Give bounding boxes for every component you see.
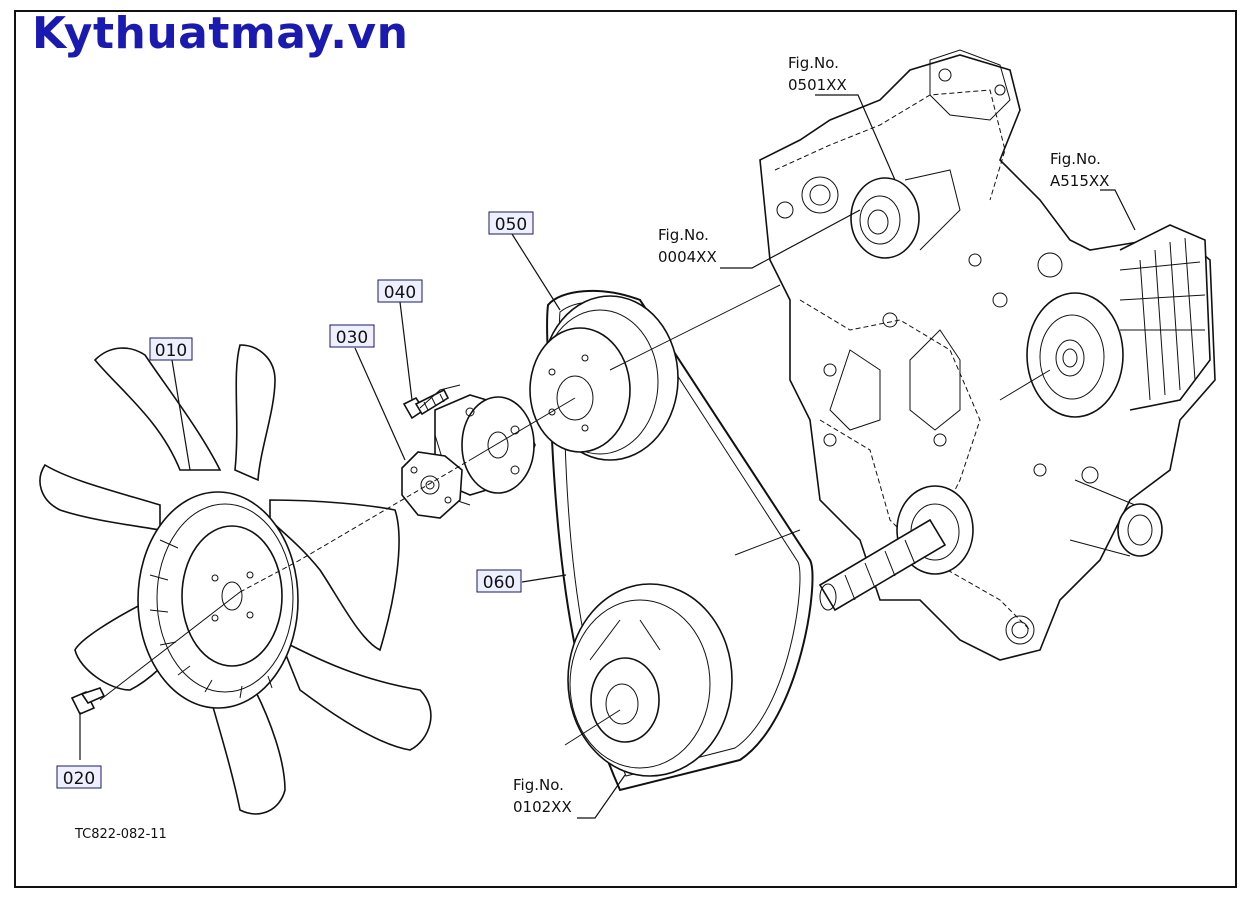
figure-ref-0102xx[interactable]: Fig.No. 0102XX [513,776,572,816]
svg-text:010: 010 [155,341,187,361]
drawing-code: TC822-082-11 [74,827,167,842]
part-label-030[interactable]: 030 [329,324,375,348]
figure-ref-0501xx[interactable]: Fig.No. 0501XX [788,54,847,94]
figure-ref-a515xx[interactable]: Fig.No. A515XX [1050,150,1109,190]
cooling-fan [39,344,432,815]
svg-text:A515XX: A515XX [1050,172,1109,190]
figure-ref-0004xx[interactable]: Fig.No. 0004XX [658,226,717,266]
crankshaft-pulley [567,583,733,777]
svg-text:Fig.No.: Fig.No. [788,54,839,72]
part-label-060[interactable]: 060 [476,569,522,593]
svg-text:0004XX: 0004XX [658,248,717,266]
svg-text:020: 020 [63,769,95,789]
svg-text:030: 030 [336,328,368,348]
spacer-flange-plate [401,451,463,519]
center-lines [99,284,1051,746]
fan-drive-pulley [529,295,679,461]
bolt-020 [70,687,106,716]
site-watermark: Kythuatmay.vn [32,8,409,59]
svg-text:040: 040 [384,283,416,303]
part-label-050[interactable]: 050 [488,211,534,235]
svg-text:060: 060 [483,573,515,593]
svg-text:Fig.No.: Fig.No. [513,776,564,794]
part-label-010[interactable]: 010 [149,337,193,361]
svg-text:Fig.No.: Fig.No. [1050,150,1101,168]
engine-gear-case [759,49,1216,661]
alternator [1026,224,1211,418]
label-leaders [79,94,1136,819]
svg-text:0102XX: 0102XX [513,798,572,816]
svg-text:050: 050 [495,215,527,235]
svg-text:Fig.No.: Fig.No. [658,226,709,244]
part-label-040[interactable]: 040 [377,279,423,303]
part-label-020[interactable]: 020 [56,765,102,789]
svg-text:0501XX: 0501XX [788,76,847,94]
